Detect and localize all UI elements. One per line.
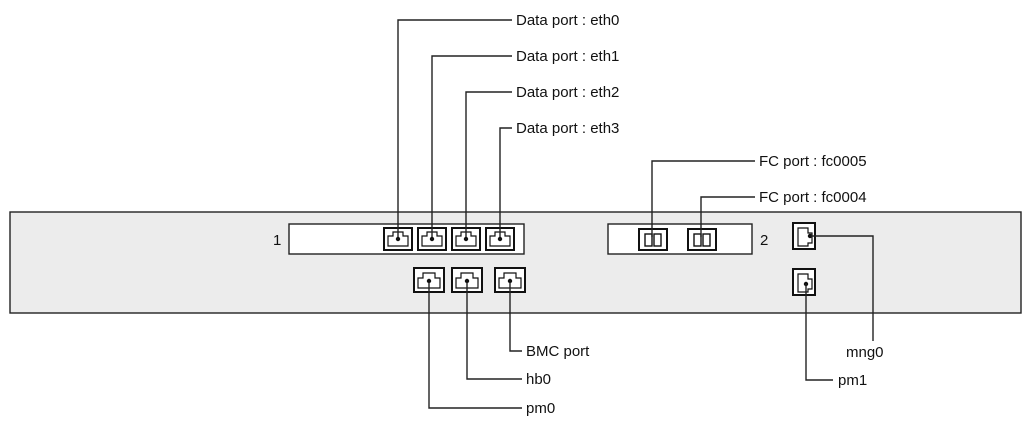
leader-pm0 [428, 282, 522, 409]
label-fc0005: FC port : fc0005 [759, 153, 867, 170]
leader-hb0 [466, 282, 522, 380]
label-pm0: pm0 [526, 400, 555, 417]
label-fc0004: FC port : fc0004 [759, 189, 867, 206]
leader-mng0 [811, 235, 874, 341]
label-eth2: Data port : eth2 [516, 84, 619, 101]
label-eth0: Data port : eth0 [516, 12, 619, 29]
label-hb0: hb0 [526, 371, 551, 388]
label-mng0: mng0 [846, 344, 884, 361]
label-eth1: Data port : eth1 [516, 48, 619, 65]
slot-number-1: 1 [273, 232, 281, 249]
port-pm1 [792, 268, 816, 296]
leader-fc0005 [651, 160, 755, 237]
leader-eth3 [499, 127, 512, 237]
leader-pm1 [805, 284, 833, 381]
label-pm1: pm1 [838, 372, 867, 389]
leader-fc0004 [700, 196, 755, 237]
slot-number-2: 2 [760, 232, 768, 249]
data-port-eth1 [417, 227, 447, 251]
label-eth3: Data port : eth3 [516, 120, 619, 137]
card-slot-2 [607, 223, 753, 255]
label-bmc-port: BMC port [526, 343, 590, 360]
leader-eth1 [431, 55, 512, 237]
leader-bmc [509, 282, 522, 352]
data-port-eth2 [451, 227, 481, 251]
leader-eth0 [397, 19, 512, 237]
fc-port-fc0005 [638, 228, 668, 251]
fc-port-fc0004 [687, 228, 717, 251]
leader-eth2 [465, 91, 512, 237]
data-port-eth3 [485, 227, 515, 251]
